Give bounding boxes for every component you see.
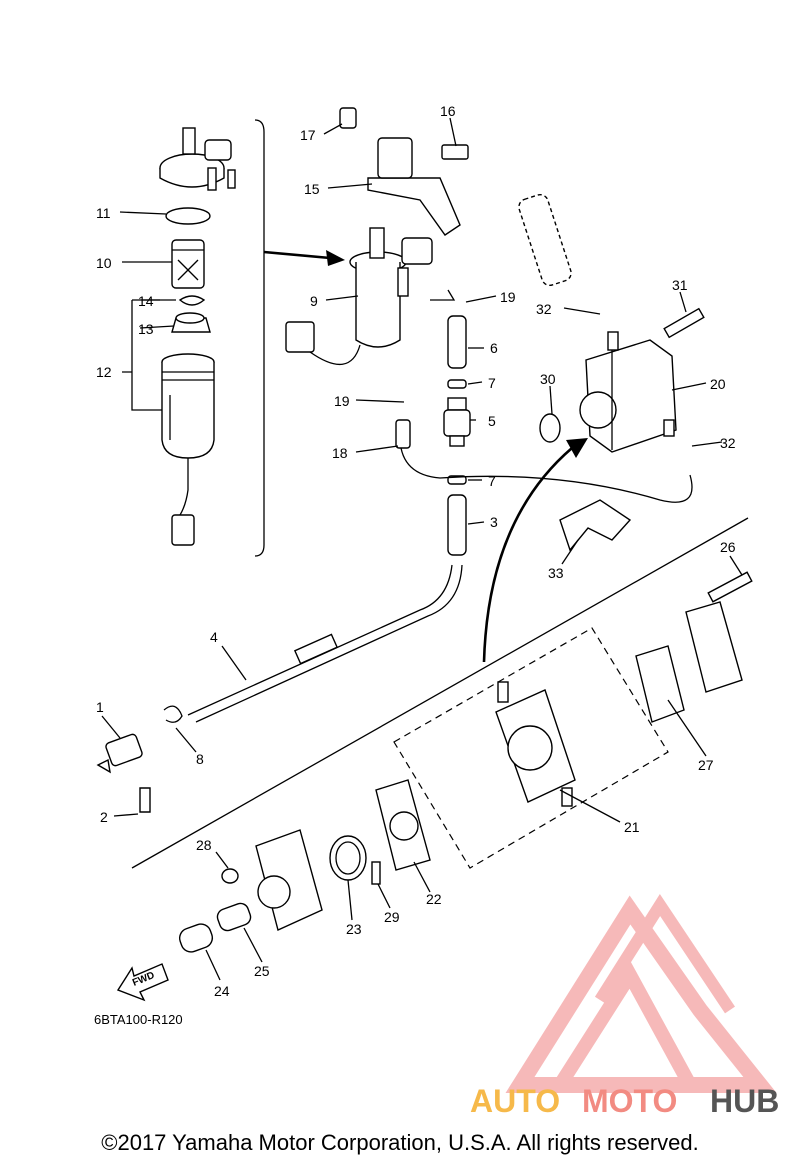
callout-10: 10: [96, 255, 112, 271]
gasket-27-drawing: [635, 601, 743, 723]
callout-32b: 32: [720, 435, 736, 451]
fuel-line-4-drawing: [187, 564, 463, 723]
pump-cover-drawing: [255, 829, 323, 931]
callout-6: 6: [490, 340, 498, 356]
watermark-logo: [505, 893, 777, 1093]
screw-26-drawing: [707, 571, 753, 603]
callout-3: 3: [490, 514, 498, 530]
callout-16: 16: [440, 103, 456, 119]
callout-17: 17: [300, 127, 316, 143]
callout-4: 4: [210, 629, 218, 645]
clip-7b-drawing: [447, 475, 467, 485]
callout-21: 21: [624, 819, 640, 835]
pump-body-21-drawing: [495, 681, 576, 807]
callout-28: 28: [196, 837, 212, 853]
callout-14: 14: [138, 293, 154, 309]
filter-head-drawing: [159, 127, 236, 191]
pin-29-drawing: [371, 861, 381, 885]
callout-29: 29: [384, 909, 400, 925]
diaphragm-22-drawing: [375, 779, 431, 871]
callout-33: 33: [548, 565, 564, 581]
bolt-31-drawing: [663, 307, 705, 339]
connector-1-drawing: [96, 733, 143, 774]
clip-7a-drawing: [447, 379, 467, 389]
callout-12: 12: [96, 364, 112, 380]
callout-32a: 32: [536, 301, 552, 317]
callout-22: 22: [426, 891, 442, 907]
hose-18-drawing: [399, 439, 693, 503]
diagram-code: 6BTA100-R120: [94, 1012, 183, 1027]
nut-drawing: [171, 312, 211, 333]
inset-arrow: [263, 250, 345, 266]
callout-24: 24: [214, 983, 230, 999]
watermark-text-auto: AUTO: [470, 1083, 560, 1119]
spring-25-drawing: [216, 902, 252, 932]
callout-8: 8: [196, 751, 204, 767]
callout-19a: 19: [500, 289, 516, 305]
callout-7b: 7: [488, 473, 496, 489]
nut-28-drawing: [221, 868, 239, 884]
callout-26: 26: [720, 539, 736, 555]
callout-27: 27: [698, 757, 714, 773]
watermark-text-moto: MOTO: [582, 1083, 677, 1119]
callout-13: 13: [138, 321, 154, 337]
clip-8-drawing: [163, 705, 183, 723]
fuel-filter-assembly-drawing: [285, 227, 433, 366]
leader-lines: [101, 117, 743, 981]
callout-2: 2: [100, 809, 108, 825]
inset-bracket: [254, 119, 265, 557]
pump-rod-drawing: [518, 193, 572, 287]
hose-end-18-drawing: [395, 419, 411, 449]
plunger-24-drawing: [178, 923, 214, 953]
callout-1: 1: [96, 699, 104, 715]
callout-9: 9: [310, 293, 318, 309]
filter-cup-drawing: [161, 353, 215, 546]
spring-23-drawing: [329, 835, 367, 881]
callout-7a: 7: [488, 375, 496, 391]
o-ring-drawing: [165, 207, 211, 225]
callout-18: 18: [332, 445, 348, 461]
assembly-21-box: [393, 627, 669, 869]
callout-23: 23: [346, 921, 362, 937]
joint-5-drawing: [443, 397, 471, 447]
clip-drawing: [178, 295, 206, 306]
callout-19b: 19: [334, 393, 350, 409]
fwd-arrow-icon: [116, 963, 169, 1002]
copyright-notice: ©2017 Yamaha Motor Corporation, U.S.A. A…: [101, 1130, 699, 1155]
callout-11: 11: [96, 205, 111, 221]
holder-33-drawing: [559, 499, 632, 552]
fuel-pump-drawing: [518, 193, 677, 453]
callout-5: 5: [488, 413, 496, 429]
filter-element-drawing: [171, 239, 205, 289]
callout-31: 31: [672, 277, 688, 293]
hose-6-drawing: [447, 315, 467, 369]
callout-20: 20: [710, 376, 726, 392]
bolt-2-drawing: [139, 787, 151, 813]
flow-arrow: [482, 438, 588, 663]
divider-line: [131, 517, 749, 869]
fuel-hose-bracket-drawing: [339, 107, 469, 236]
callout-15: 15: [304, 181, 320, 197]
hose-3-drawing: [447, 494, 467, 556]
watermark-text-hub: HUB: [710, 1083, 779, 1119]
callout-25: 25: [254, 963, 270, 979]
callout-30: 30: [540, 371, 556, 387]
